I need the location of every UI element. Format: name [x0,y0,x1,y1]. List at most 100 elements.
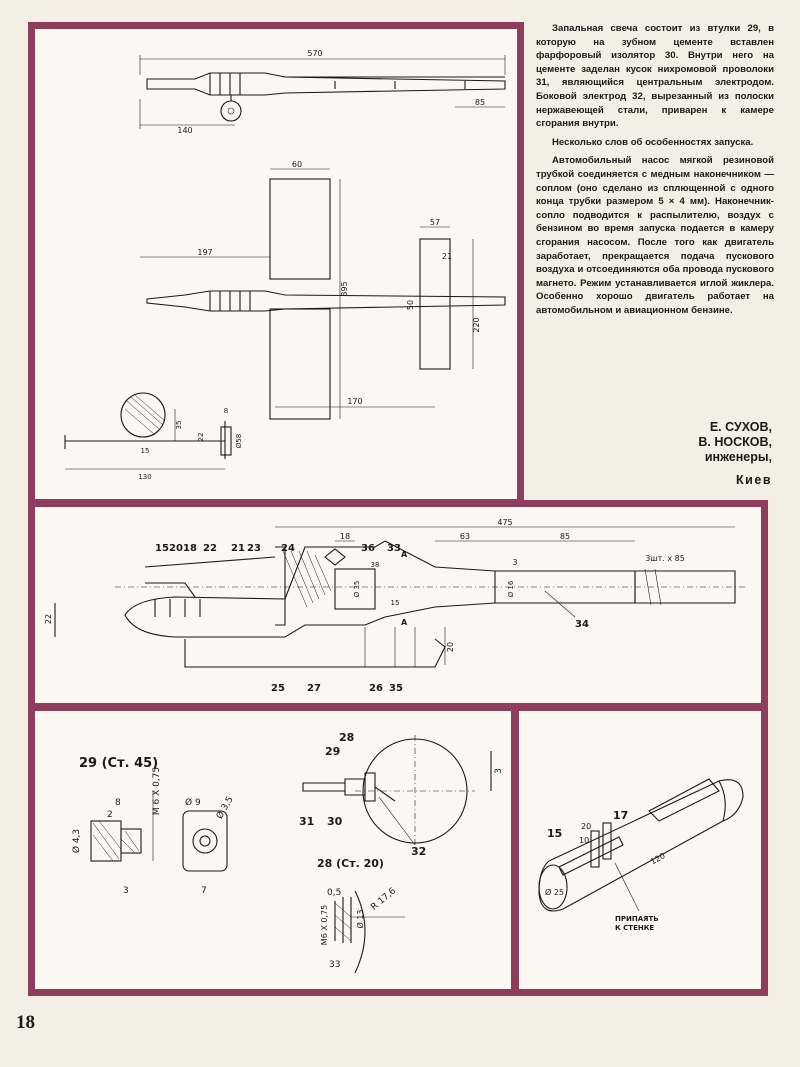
tube-drawing: 15 17 20 10 120 Ø 25 ПРИПАЯТЬ К СТЕНКЕ [538,778,744,932]
dim-10: 10 [579,836,589,845]
engine-drawing: 22 20 475 18 63 85 3 3шт. х 85 38 Ø 35 Ø… [44,518,745,694]
dim-395: 395 [340,281,349,296]
dim-15: 15 [391,599,400,607]
detail-29-side: 8 2 M 6 X 0,75 Ø 4,3 3 [71,767,162,896]
dim-8-gear: 8 [224,407,228,415]
landing-gear-detail: 35 8 22 15 Ø58 130 [64,392,243,481]
callout-17: 17 [613,809,628,822]
dim-38: 38 [371,561,380,569]
dim-570: 570 [307,49,322,58]
callout-28: 28 [339,731,354,744]
author-name: В. НОСКОВ, [698,435,772,449]
section-a-top: A [401,550,408,559]
callout-22: 22 [203,543,217,554]
detail-28: 28 (Ст. 20) 0,5 R 17,6 M6 X 0,75 Ø 13 33 [317,857,405,974]
dim-18: 18 [340,532,350,541]
article-text: Запальная свеча состоит из втулки 29, в … [536,22,774,322]
dim-85-top: 85 [475,98,485,107]
callout-33: 33 [387,543,401,554]
dim-16: Ø 16 [507,580,515,597]
callout-15: 15 [155,543,169,554]
radius-17-6: R 17,6 [369,886,398,913]
spark-plug-drawing: 29 (Ст. 45) 8 2 M 6 X 0,75 Ø 4,3 3 Ø 9 Ø… [71,731,504,974]
callout-31: 31 [299,815,314,828]
callout-35: 35 [389,683,403,694]
dim-bolts: 3шт. х 85 [645,554,685,563]
dim-9: Ø 9 [185,797,201,808]
dim-2: 2 [107,810,113,820]
dim-21: 21 [442,252,452,261]
dim-60: 60 [292,160,302,169]
dim-22-gear: 22 [197,433,205,442]
dim-57: 57 [430,218,440,227]
callout-30: 30 [327,815,343,828]
dim-220: 220 [472,317,481,332]
dim-35: Ø 35 [353,581,361,598]
callout-24: 24 [281,543,295,554]
callout-26: 26 [369,683,383,694]
callouts: 15 20 18 22 21 23 24 36 33 A A 34 25 27 … [155,543,589,694]
dim-63: 63 [460,532,470,541]
figure-tube-detail: 15 17 20 10 120 Ø 25 ПРИПАЯТЬ К СТЕНКЕ [512,704,768,996]
dim-33: 33 [329,960,340,970]
dim-170: 170 [347,397,362,406]
callout-32: 32 [411,845,426,858]
callout-27: 27 [307,683,321,694]
callout-18: 18 [183,543,197,554]
dim-197: 197 [197,248,212,257]
detail-28-title: 28 (Ст. 20) [317,857,384,870]
paragraph: Запальная свеча состоит из втулки 29, в … [536,23,774,130]
dim-58-gear: Ø58 [235,434,243,448]
dim-3-a: 3 [123,886,129,896]
callout-36: 36 [361,543,375,554]
engine-body: 22 20 [44,540,745,668]
note-to-wall: К СТЕНКЕ [615,924,654,932]
dim-3-b: 3 [494,768,504,774]
author-name: Е. СУХОВ, [709,420,772,434]
callout-23: 23 [247,543,261,554]
dim-20: 20 [581,822,591,831]
author-role: инженеры, [704,450,772,464]
dim-0-5: 0,5 [327,888,341,898]
model-drawing: 570 140 85 60 57 197 21 [64,49,506,481]
dim-85: 85 [560,532,570,541]
dim-15-gear: 15 [141,447,150,455]
thread-m6: M 6 X 0,75 [152,767,162,815]
dim-140: 140 [177,126,192,135]
dim-4-3: Ø 4,3 [71,829,82,853]
figure-engine-assembly: 22 20 475 18 63 85 3 3шт. х 85 38 Ø 35 Ø… [28,500,768,710]
detail-29-title: 29 (Ст. 45) [79,756,158,771]
callout-25: 25 [271,683,285,694]
dim-20-right: 20 [446,642,455,652]
dim-50: 50 [406,300,415,310]
top-view: 60 57 197 21 395 50 220 170 [140,160,506,420]
dim-8: 8 [115,798,121,808]
paragraph: Несколько слов об особенностях запуска. [552,136,754,148]
detail-29-front: Ø 9 Ø 3,5 7 [182,794,236,896]
side-view: 570 140 85 [139,49,506,135]
paragraph: Автомобильный насос мягкой резиновой тру… [536,155,774,316]
dim-35-gear: 35 [175,421,183,430]
callout-15: 15 [547,827,562,840]
thread-m6-28: M6 X 0,75 [320,905,329,945]
dim-7: 7 [201,886,207,896]
callout-29: 29 [325,745,340,758]
dim-475: 475 [497,518,512,527]
tube-perspective: 15 17 20 10 120 Ø 25 ПРИПАЯТЬ К СТЕНКЕ [538,778,744,932]
section-a-bottom: A [401,618,408,627]
dimensions-top: 475 18 63 85 3 3шт. х 85 38 Ø 35 Ø 16 15 [275,518,735,607]
callout-34: 34 [575,619,589,630]
author-signature: Е. СУХОВ, В. НОСКОВ, инженеры, Киев [600,420,772,488]
dim-22-left: 22 [44,614,53,624]
dim-25: Ø 25 [545,887,564,897]
dim-13: Ø 13 [355,909,365,928]
dim-3: 3 [512,558,517,567]
dim-130-gear: 130 [138,473,151,481]
spark-plug-assembly: 3 29 28 31 30 32 [299,731,504,858]
page-number: 18 [16,1012,35,1033]
author-city: Киев [736,473,772,487]
figure-spark-plug-details: 29 (Ст. 45) 8 2 M 6 X 0,75 Ø 4,3 3 Ø 9 Ø… [28,704,518,996]
dim-3-5: Ø 3,5 [214,794,236,821]
callout-21: 21 [231,543,245,554]
note-solder: ПРИПАЯТЬ [615,915,659,923]
